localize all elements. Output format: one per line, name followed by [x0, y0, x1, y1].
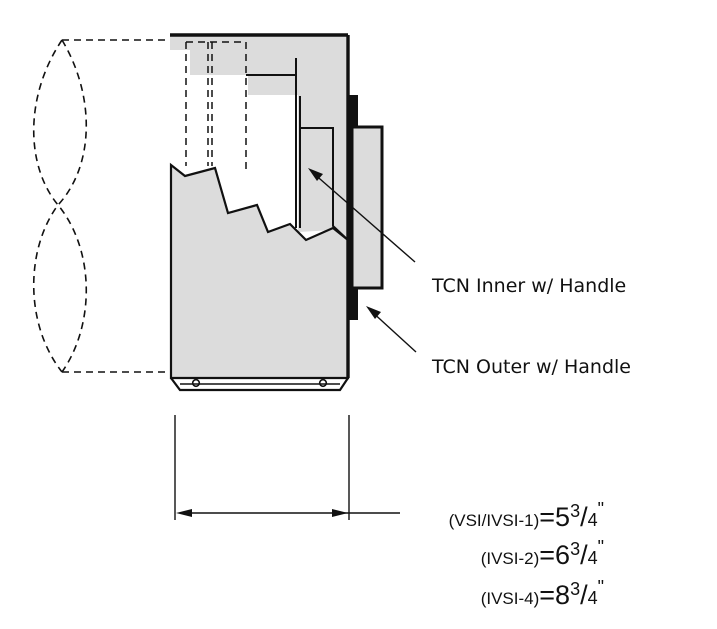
dim-3-label: (IVSI-4) [481, 589, 540, 608]
dim-row-1: (VSI/IVSI-1)=53/4" [449, 499, 604, 532]
svg-text:(IVSI-2)=63/4": (IVSI-2)=63/4" [481, 537, 604, 570]
rail-bolt-left [191, 378, 201, 388]
dim-1-num: 3 [570, 501, 580, 521]
phantom-cylinder [32, 39, 172, 373]
leader-arrowheads [308, 168, 381, 319]
dim-row-2: (IVSI-2)=63/4" [481, 537, 604, 570]
svg-text:(VSI/IVSI-1)=53/4": (VSI/IVSI-1)=53/4" [449, 499, 604, 532]
dim-1-eq: = [539, 502, 555, 532]
leader-inner [311, 171, 416, 263]
inner-shaded-region [170, 35, 348, 240]
dim-3-eq: = [539, 580, 555, 610]
arrowhead-outer [366, 306, 381, 319]
leader-outer [369, 309, 417, 353]
dim-3-whole: 8 [555, 580, 570, 610]
dim-2-num: 3 [570, 539, 580, 559]
inner-dashed-tubes [185, 41, 247, 170]
dim-row-3: (IVSI-4)=83/4" [481, 577, 604, 610]
dim-1-whole: 5 [555, 502, 570, 532]
label-tcn-outer: TCN Outer w/ Handle [431, 356, 631, 378]
dim-2-eq: = [539, 540, 555, 570]
dim-3-den: 4 [588, 588, 598, 608]
leader-lines [311, 171, 417, 353]
dim-2-den: 4 [588, 548, 598, 568]
dim-1-unit: " [598, 499, 604, 519]
dim-2-label: (IVSI-2) [481, 549, 540, 568]
svg-text:(IVSI-4)=83/4": (IVSI-4)=83/4" [481, 577, 604, 610]
cylinder-end-right [56, 39, 88, 373]
dim-arrow-left [176, 509, 192, 517]
dim-3-num: 3 [570, 579, 580, 599]
cylinder-end-left [32, 39, 63, 373]
rail-bolt-right [318, 378, 328, 388]
dim-2-whole: 6 [555, 540, 570, 570]
bottom-rail [170, 377, 349, 392]
dim-1-label: (VSI/IVSI-1) [449, 511, 540, 530]
dim-1-den: 4 [588, 510, 598, 530]
dim-2-unit: " [598, 537, 604, 557]
dimension-arrowheads [176, 509, 348, 517]
arrowhead-inner [308, 168, 323, 181]
inner-channel-fill [246, 42, 298, 75]
dimension [174, 415, 400, 520]
dim-arrow-right [332, 509, 348, 517]
label-tcn-inner: TCN Inner w/ Handle [431, 275, 626, 297]
dim-3-unit: " [598, 577, 604, 597]
